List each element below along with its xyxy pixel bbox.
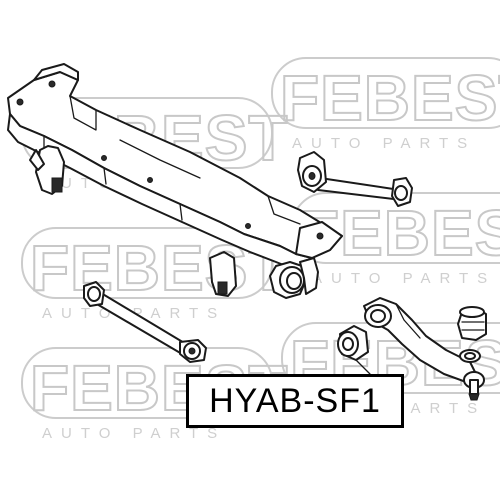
rubber-boot [457, 306, 487, 341]
lateral-link-bushing-left [87, 286, 101, 302]
rivet [101, 155, 107, 161]
watermark-tagline-1: AUTO PARTS [292, 135, 476, 152]
lower-lateral-link [83, 281, 207, 363]
upper-link-arm [297, 151, 413, 207]
snap-ring [459, 349, 481, 363]
rivet [245, 223, 251, 229]
rivet [48, 80, 56, 88]
watermark-logo-1: FEBEST AUTO PARTS [271, 57, 500, 152]
watermark-brand-1: FEBEST [280, 62, 500, 134]
part-number-text: HYAB-SF1 [209, 381, 381, 420]
rear-subframe [7, 63, 343, 299]
rivet [16, 98, 24, 106]
left-bolt-hole [51, 177, 63, 193]
upper-link-bushing-right [394, 185, 408, 201]
center-bolt-hole [217, 281, 228, 295]
part-number-label: HYAB-SF1 [186, 374, 404, 428]
lower-control-arm [363, 297, 485, 401]
rivet [147, 177, 153, 183]
bushing-part [337, 325, 369, 361]
watermark-tagline-3: AUTO PARTS [312, 270, 496, 287]
rivet [316, 232, 324, 240]
watermark-tagline-6: AUTO PARTS [42, 425, 226, 442]
